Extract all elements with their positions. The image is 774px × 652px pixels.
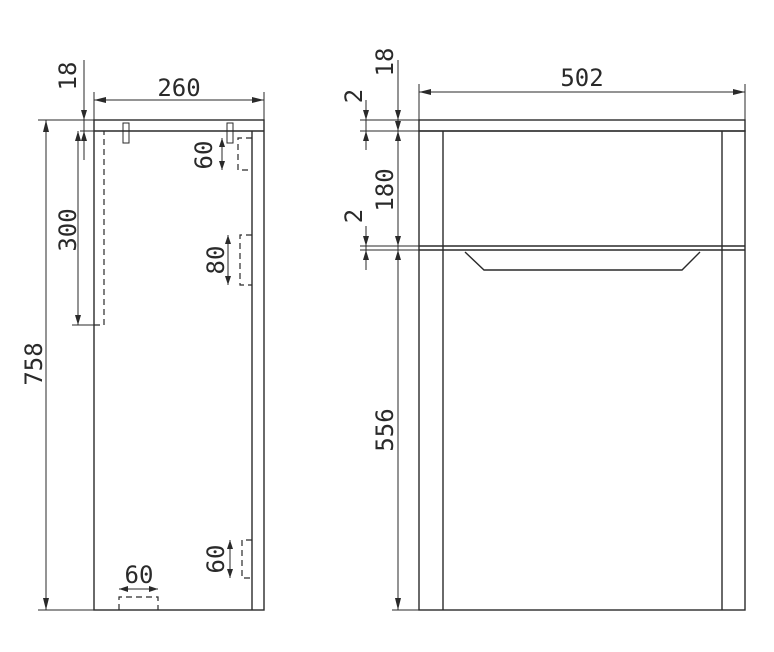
- arrowhead: [219, 138, 225, 147]
- door-handle-recess: [464, 251, 701, 271]
- front-worktop: [418, 119, 746, 132]
- lower-cutout: [241, 539, 252, 579]
- front-view: 502 18 180 556 2 2: [340, 48, 746, 611]
- arrowhead: [219, 161, 225, 170]
- arrowhead: [419, 89, 431, 95]
- arrowhead: [363, 110, 369, 120]
- hidden-back-rail: [94, 131, 105, 326]
- arrowhead: [395, 250, 401, 260]
- arrowhead: [252, 97, 264, 103]
- mid-cutout: [239, 234, 252, 286]
- front-carcass: [418, 130, 746, 611]
- arrowhead: [149, 586, 158, 592]
- arrowhead: [395, 121, 401, 131]
- arrowhead: [227, 569, 233, 578]
- dim-back-label: 300: [54, 208, 82, 251]
- dim-mid-cut-label: 80: [202, 246, 230, 275]
- arrowhead: [75, 315, 81, 325]
- side-panel-outline: [93, 119, 265, 611]
- dim-overall-height-label: 758: [20, 342, 48, 385]
- dim-side-top-label: 18: [54, 62, 82, 91]
- upper-cutout: [237, 137, 252, 171]
- side-view: 260 18 300 758 60 80 60: [20, 60, 265, 611]
- bottom-cutout: [118, 596, 159, 610]
- dim-drawer-label: 180: [371, 168, 399, 211]
- arrowhead: [227, 540, 233, 549]
- top-fixing-left: [122, 122, 130, 144]
- dim-depth-label: 260: [157, 74, 200, 102]
- arrowhead: [94, 97, 106, 103]
- dim-front-top-label: 18: [371, 48, 399, 77]
- dim-upper-cut-label: 60: [190, 141, 218, 170]
- arrowhead: [43, 598, 49, 610]
- arrowhead: [733, 89, 745, 95]
- arrowhead: [363, 236, 369, 246]
- arrowhead: [363, 250, 369, 260]
- arrowhead: [225, 276, 231, 285]
- top-fixing-right: [226, 122, 234, 144]
- arrowhead: [395, 598, 401, 610]
- arrowhead: [395, 236, 401, 246]
- dim-gap-top-label: 2: [340, 89, 368, 103]
- dim-bottom-cut-label: 60: [125, 561, 154, 589]
- arrowhead: [395, 110, 401, 120]
- dim-width-label: 502: [560, 64, 603, 92]
- arrowhead: [81, 110, 87, 120]
- arrowhead: [75, 131, 81, 141]
- arrowhead: [43, 120, 49, 132]
- dim-lower-cut-label: 60: [202, 545, 230, 574]
- dim-gap-mid-label: 2: [340, 209, 368, 223]
- arrowhead: [225, 235, 231, 244]
- arrowhead: [395, 131, 401, 141]
- arrowhead: [363, 131, 369, 141]
- arrowhead: [81, 131, 87, 141]
- dim-door-label: 556: [371, 408, 399, 451]
- arrowhead: [119, 586, 128, 592]
